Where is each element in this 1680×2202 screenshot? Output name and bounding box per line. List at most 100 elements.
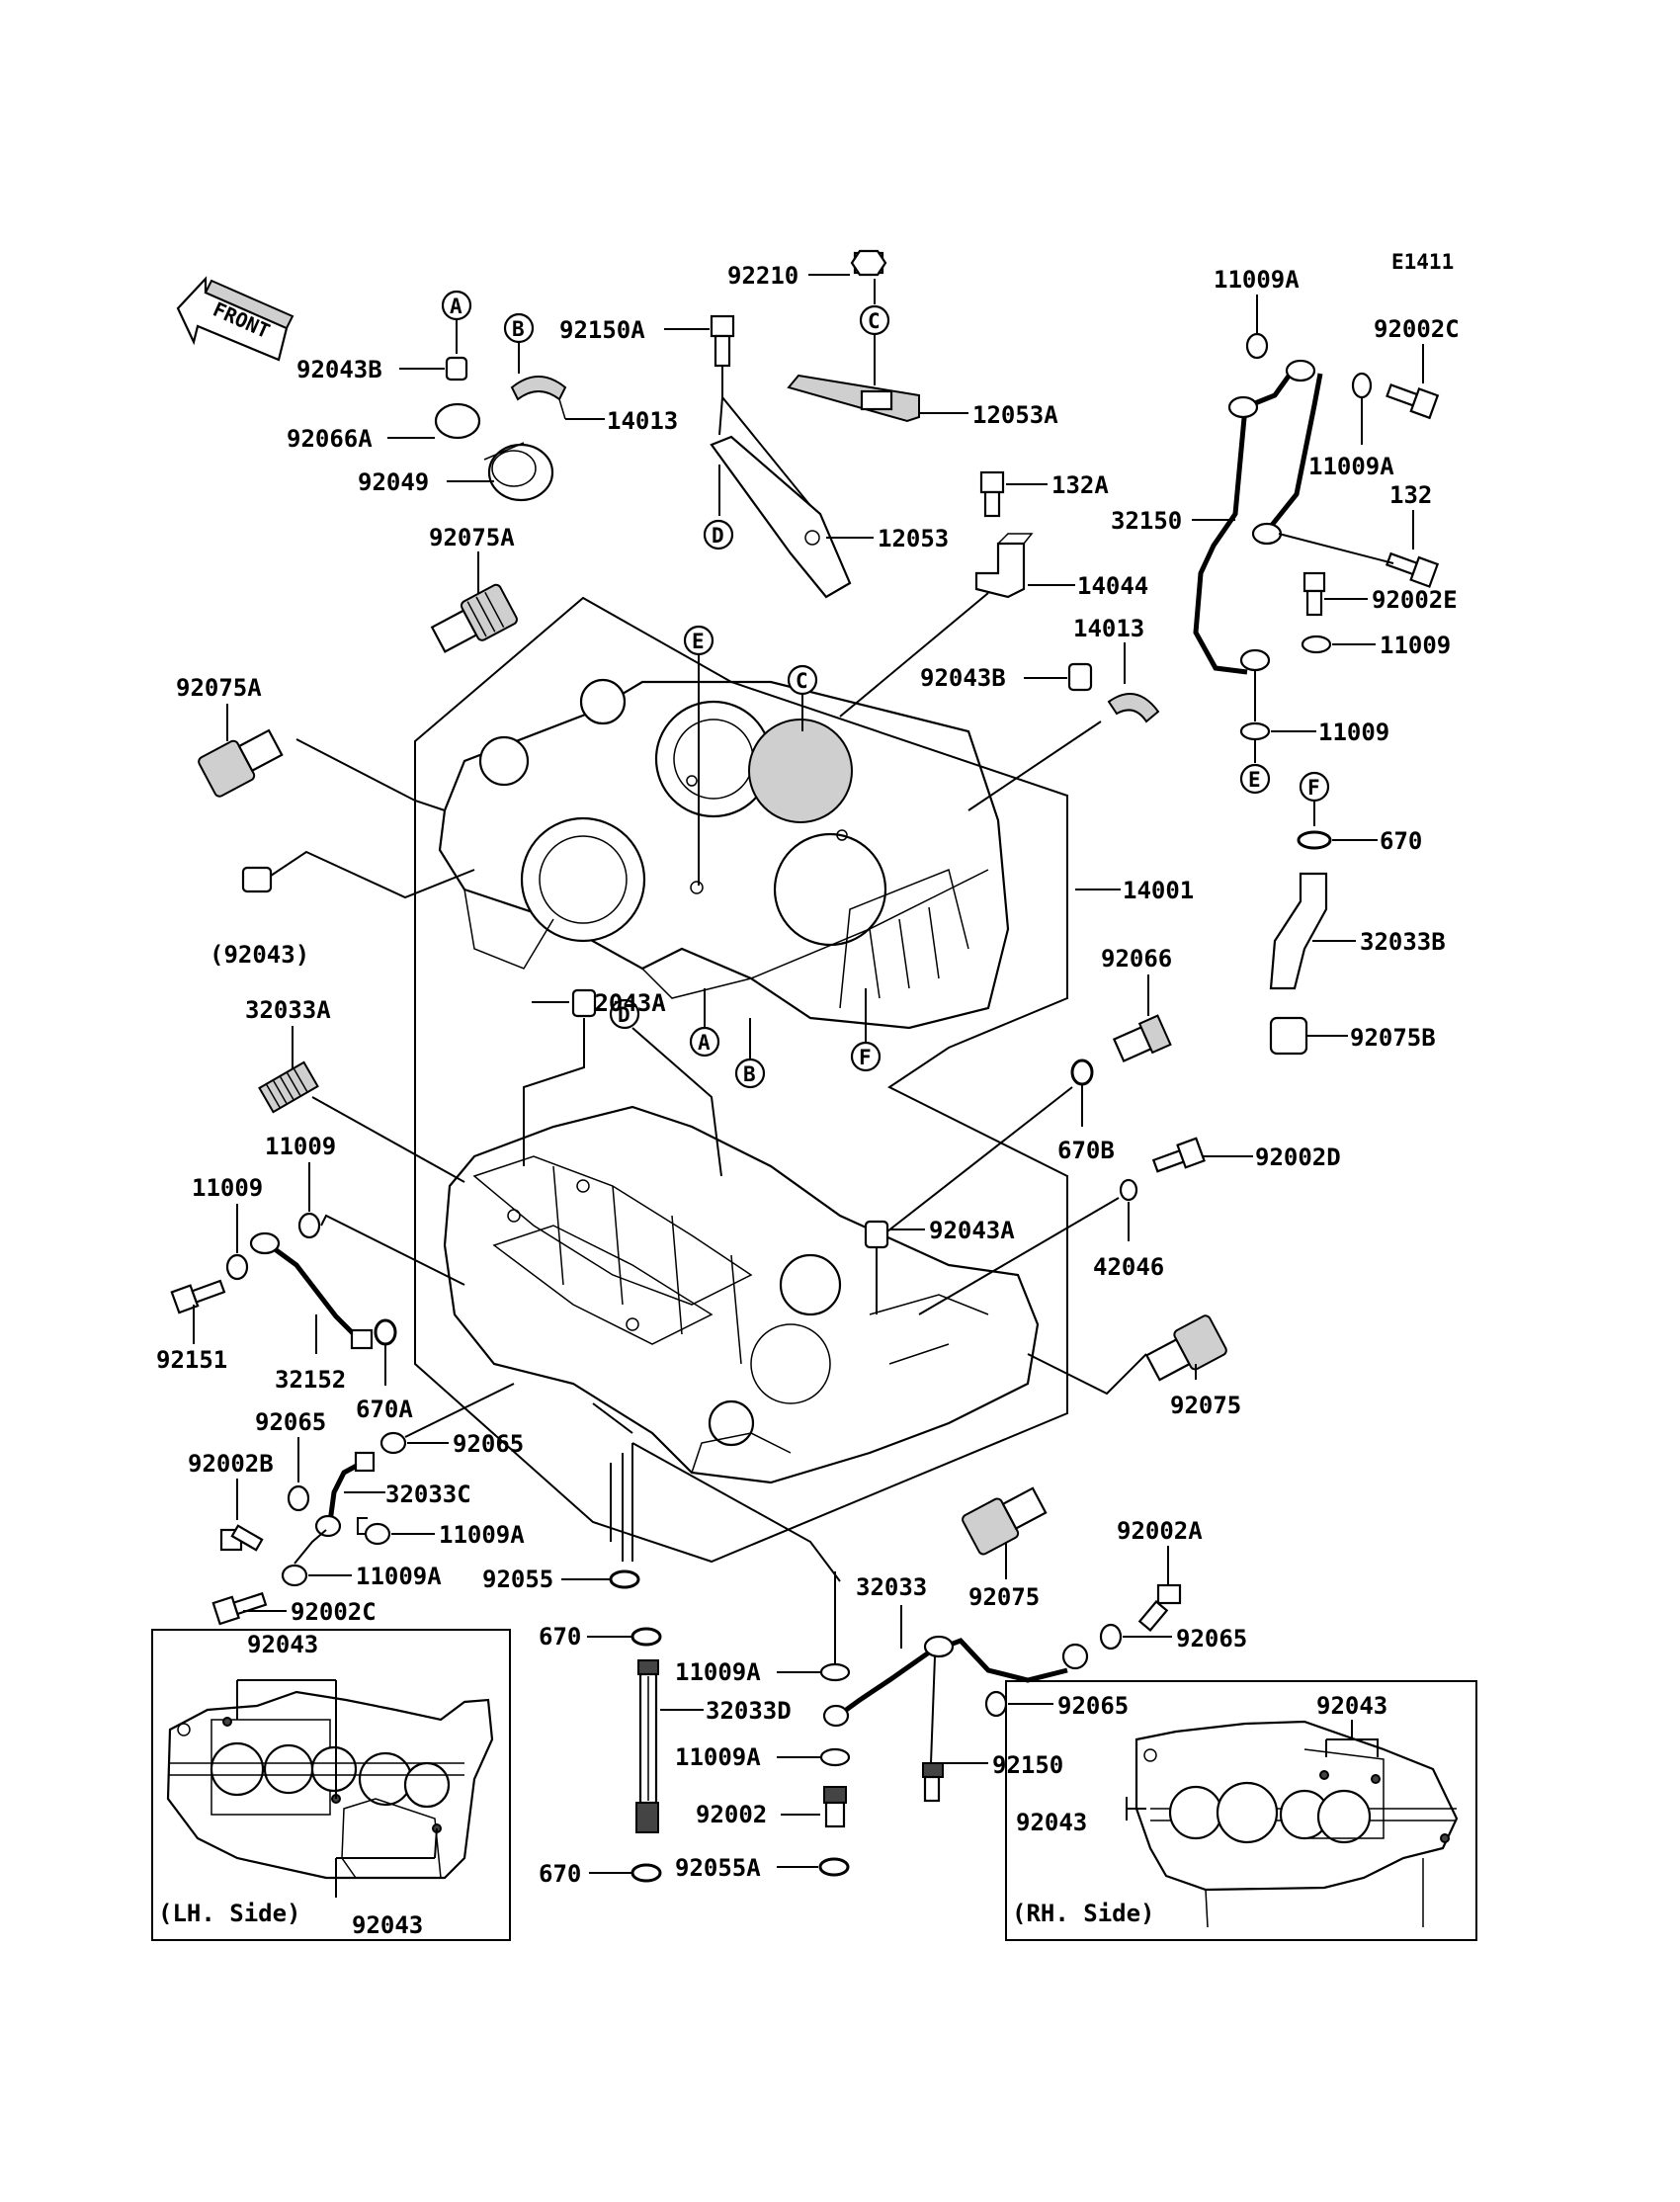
label-92002b: 92002B (188, 1450, 274, 1478)
washer-11009a-c2-icon (819, 1747, 851, 1767)
ref-c-case: C (787, 664, 818, 731)
washer-11009a-icon (1245, 332, 1269, 360)
label-32033a: 32033A (245, 996, 331, 1024)
ref-b-case: B (734, 1018, 766, 1089)
label-132a: 132A (1051, 471, 1109, 499)
label-92043-lh-bot: 92043 (352, 1911, 423, 1939)
label-92065-l: 92065 (255, 1408, 326, 1436)
label-92043b-mid: 92043B (920, 664, 1006, 692)
svg-text:C: C (796, 669, 808, 693)
label-42046: 42046 (1093, 1253, 1164, 1281)
bolt-92150a-icon (710, 314, 735, 368)
label-32150: 32150 (1111, 507, 1182, 535)
pipe-32033c-icon (314, 1451, 376, 1538)
bearing-shell-mid-icon (1107, 693, 1160, 723)
bolt-92002c-bot-icon (211, 1591, 268, 1626)
chain-guide-12053a-icon (787, 374, 920, 423)
dowel-92043a-mid-icon (864, 1220, 889, 1249)
inset-rh-label: (RH. Side) (1012, 1900, 1155, 1927)
label-11009a-mid: 11009A (1308, 453, 1394, 480)
washer-42046-icon (1119, 1178, 1138, 1202)
o-ring-670-c-icon (630, 1627, 662, 1647)
bolt-92210-icon (850, 249, 887, 277)
label-11009a-l2: 11009A (356, 1563, 442, 1590)
o-ring-92055-icon (609, 1569, 640, 1589)
svg-text:A: A (450, 295, 462, 318)
svg-text:C: C (868, 309, 881, 333)
ref-f-case: F (850, 988, 882, 1072)
label-92075-c: 92075 (968, 1583, 1040, 1611)
inset-lh-side (151, 1629, 511, 1941)
label-92043b: 92043B (296, 356, 382, 383)
washer-92065-c-icon (379, 1431, 407, 1455)
label-14001: 14001 (1123, 877, 1194, 904)
ref-a-top: A (441, 290, 472, 354)
svg-text:E: E (1248, 768, 1261, 792)
ref-f-right: F (1299, 771, 1330, 826)
front-arrow-icon: FRONT (176, 276, 294, 362)
label-92043-lh-top: 92043 (247, 1631, 318, 1658)
label-92075b: 92075B (1350, 1024, 1436, 1052)
ref-c-top: C (859, 304, 890, 336)
label-11009a-l1: 11009A (439, 1521, 525, 1549)
label-92150a: 92150A (559, 316, 645, 344)
plug-92066-icon (1112, 1014, 1172, 1062)
o-ring-670-icon (1297, 830, 1332, 850)
label-132: 132 (1389, 481, 1432, 509)
bolt-92002e-icon (1302, 571, 1326, 617)
svg-text:B: B (743, 1062, 756, 1086)
label-12053: 12053 (878, 525, 949, 552)
bolt-92002c-icon (1386, 383, 1440, 420)
svg-text:A: A (698, 1031, 711, 1055)
pipe-32152-icon (249, 1231, 374, 1350)
bolt-92151-icon (170, 1279, 226, 1314)
label-92065-r1: 92065 (1176, 1625, 1247, 1652)
inset-lh-label: (LH. Side) (158, 1900, 301, 1927)
o-ring-670b-icon (1070, 1059, 1094, 1086)
label-92075a-left: 92075A (176, 674, 262, 702)
washer-92065-r1-icon (1099, 1623, 1123, 1651)
strainer-32033d-icon (635, 1659, 659, 1833)
o-ring-670a-icon (374, 1318, 397, 1346)
label-670a: 670A (356, 1396, 413, 1423)
svg-text:F: F (1307, 776, 1320, 800)
washer-11009a-l1-icon (364, 1522, 391, 1546)
chain-guide-12053-icon (710, 435, 852, 599)
label-92049: 92049 (358, 468, 429, 496)
label-11009a-c2: 11009A (675, 1743, 761, 1771)
dowel-mid-icon (1067, 662, 1093, 692)
bolt-92002d-icon (1151, 1137, 1206, 1173)
ref-d-case: D (609, 998, 722, 1177)
plug-92075a-icon (430, 583, 518, 653)
washer-92065-r2-icon (984, 1690, 1008, 1718)
dowel-left-icon (241, 866, 273, 893)
label-670b: 670B (1057, 1137, 1115, 1164)
svg-text:D: D (712, 524, 724, 548)
label-670-b: 670 (539, 1860, 581, 1888)
label-11009-l1: 11009 (265, 1133, 336, 1160)
label-32033b: 32033B (1360, 928, 1446, 956)
crankcase-frame (414, 596, 1068, 1564)
svg-text:D: D (618, 1003, 630, 1027)
ref-e-case: E (683, 625, 714, 886)
label-32033: 32033 (856, 1573, 927, 1601)
bracket-14044-icon (974, 533, 1034, 599)
label-92002d: 92002D (1255, 1143, 1341, 1171)
label-92043-rh-left: 92043 (1016, 1809, 1087, 1836)
label-11009-r2: 11009 (1318, 719, 1389, 746)
label-32152: 32152 (275, 1366, 346, 1394)
inset-rh-side (1005, 1680, 1477, 1941)
collar-92075b-icon (1269, 1016, 1308, 1056)
label-12053a: 12053A (972, 401, 1058, 429)
label-92043-paren: (92043) (210, 941, 309, 969)
label-92002c-bot: 92002C (291, 1598, 377, 1626)
bolt-92002-icon (823, 1786, 847, 1828)
label-92002c-top: 92002C (1374, 315, 1460, 343)
bolt-92002b-icon (219, 1524, 264, 1552)
label-11009-l2: 11009 (192, 1174, 263, 1202)
label-92002e: 92002E (1372, 586, 1458, 614)
ref-b-top: B (503, 312, 535, 374)
ref-d-top: D (703, 519, 734, 550)
svg-text:B: B (512, 317, 525, 341)
